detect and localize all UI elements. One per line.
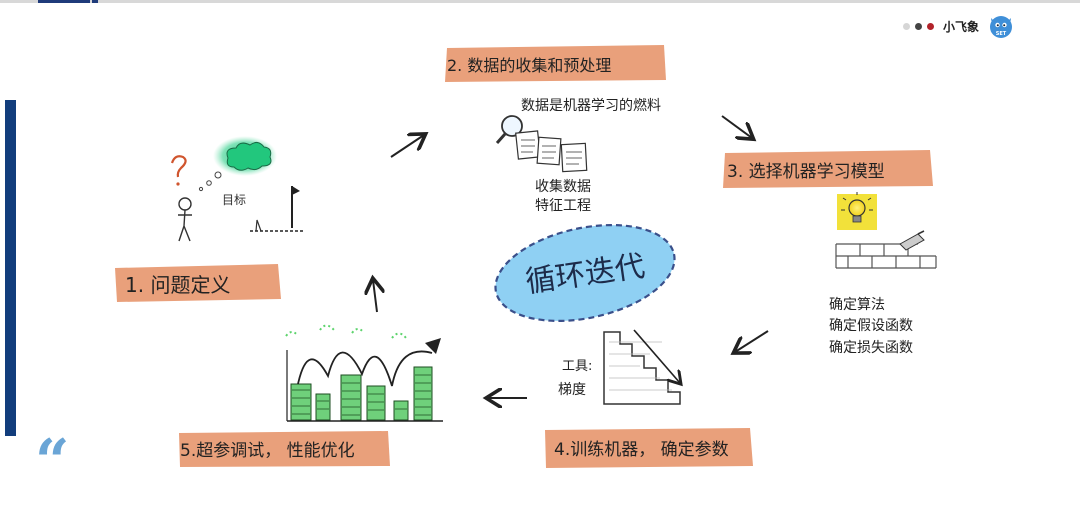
brand-dot-dark	[915, 22, 922, 30]
step-1-highlight	[115, 264, 281, 302]
arrow-step3-to-step4	[735, 330, 769, 352]
step-2-highlight	[445, 45, 666, 82]
model-note-algorithm: 确定算法	[829, 297, 885, 313]
step-5-title: 5.超参调试， 性能优化	[180, 441, 355, 461]
collect-data-note: 收集数据	[535, 178, 591, 195]
data-fuel-note: 数据是机器学习的燃料	[521, 97, 661, 114]
step-2-title: 2. 数据的收集和预处理	[447, 56, 611, 75]
model-selection-sketch-icon	[835, 192, 937, 269]
brand-name: 小飞象	[943, 19, 980, 34]
step-4-title: 4.训练机器， 确定参数	[554, 440, 729, 460]
top-accent-bar	[38, 0, 90, 3]
arrow-step5-to-step1	[373, 280, 377, 313]
elephant-logo-icon: SET	[990, 16, 1013, 38]
logo-text: SET	[996, 31, 1007, 37]
tuning-growth-chart-icon	[285, 324, 443, 422]
left-accent-bar	[5, 100, 16, 436]
step-1-title: 1. 问题定义	[125, 273, 230, 297]
arrow-step1-to-step2	[390, 135, 424, 158]
problem-definition-sketch-icon	[170, 136, 305, 242]
data-collection-sketch-icon	[495, 115, 588, 173]
target-label: 目标	[222, 193, 246, 207]
center-iteration-bubble: 循环迭代	[494, 223, 676, 323]
brand-dot-red	[927, 22, 934, 30]
quote-mark-icon: “	[35, 427, 70, 497]
brand-dot-light	[903, 22, 910, 30]
model-note-loss: 确定损失函数	[829, 340, 913, 356]
step-5-highlight	[179, 431, 390, 467]
feature-eng-note: 特征工程	[535, 198, 591, 214]
tool-label: 工具:	[562, 359, 592, 374]
top-border	[0, 0, 1080, 3]
step-3-title: 3. 选择机器学习模型	[727, 162, 885, 182]
brand-header: 小飞象 SET	[903, 12, 1015, 40]
gradient-descent-sketch-icon	[603, 329, 680, 405]
arrow-step2-to-step3	[721, 115, 752, 138]
model-note-hypothesis: 确定假设函数	[829, 318, 913, 334]
gradient-label-1: 梯度	[558, 382, 586, 398]
step-3-highlight	[723, 150, 933, 188]
step-4-highlight	[545, 428, 753, 468]
top-accent-bar-small	[92, 0, 98, 3]
